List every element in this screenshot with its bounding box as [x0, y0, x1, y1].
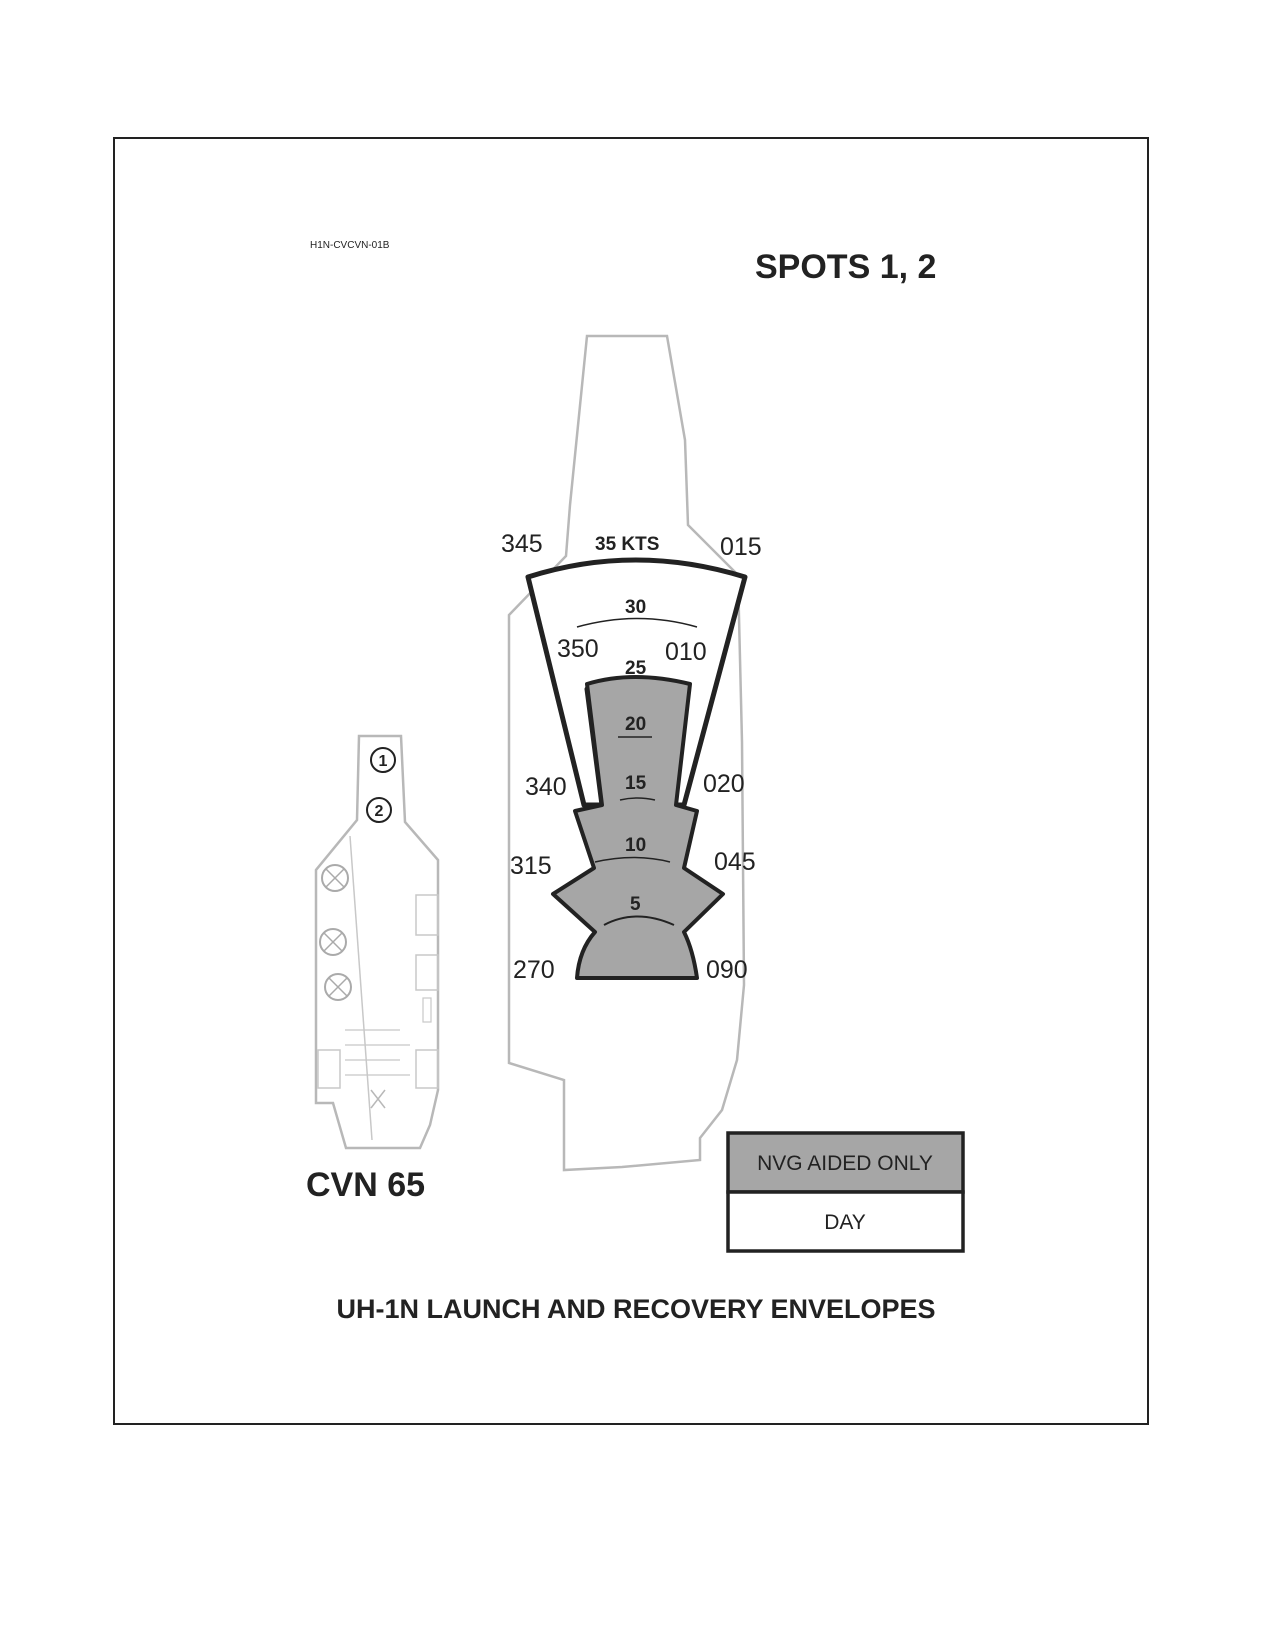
spot-number-1: 1: [379, 753, 388, 770]
arc-5kts: [603, 915, 675, 926]
heading-045: 045: [714, 848, 756, 876]
spot-marker-1: 1: [370, 747, 396, 773]
arc-10kts: [594, 856, 671, 863]
legend: NVG AIDED ONLY DAY: [726, 1131, 965, 1253]
ship-label: CVN 65: [306, 1166, 425, 1204]
spots-title: SPOTS 1, 2: [755, 248, 936, 286]
heading-350: 350: [557, 635, 599, 663]
arc-30kts: [576, 617, 698, 628]
speed-label-30: 30: [625, 597, 646, 618]
heading-270: 270: [513, 956, 555, 984]
speed-label-10: 10: [625, 835, 646, 856]
speed-label-20: 20: [625, 714, 646, 735]
spot-number-2: 2: [375, 803, 384, 820]
nvg-envelope: [551, 675, 725, 980]
heading-020: 020: [703, 770, 745, 798]
speed-label-25: 25: [625, 658, 647, 679]
heading-090: 090: [706, 956, 748, 984]
figure-frame: [113, 137, 1149, 1425]
carrier-plan-view: [314, 734, 440, 1150]
heading-010: 010: [665, 638, 707, 666]
speed-label-35: 35 KTS: [595, 534, 659, 555]
heading-315: 315: [510, 852, 552, 880]
spot-marker-2: 2: [366, 797, 392, 823]
speed-label-15: 15: [625, 773, 647, 794]
arc-15kts: [619, 797, 656, 801]
catapult-marker-2: [319, 928, 347, 956]
catapult-marker-1: [321, 864, 349, 892]
heading-340: 340: [525, 773, 567, 801]
speed-label-5: 5: [630, 894, 641, 915]
figure-caption: UH-1N LAUNCH AND RECOVERY ENVELOPES: [336, 1294, 935, 1324]
catapult-marker-3: [324, 973, 352, 1001]
legend-day-label: DAY: [824, 1211, 866, 1234]
ship-deck-outline: [507, 334, 746, 1172]
legend-day-swatch: [726, 1190, 965, 1253]
figure-code: H1N-CVCVN-01B: [310, 240, 390, 251]
heading-015: 015: [720, 533, 762, 561]
legend-nvg-label: NVG AIDED ONLY: [757, 1152, 933, 1175]
heading-345: 345: [501, 530, 543, 558]
legend-nvg-swatch: [726, 1131, 965, 1194]
